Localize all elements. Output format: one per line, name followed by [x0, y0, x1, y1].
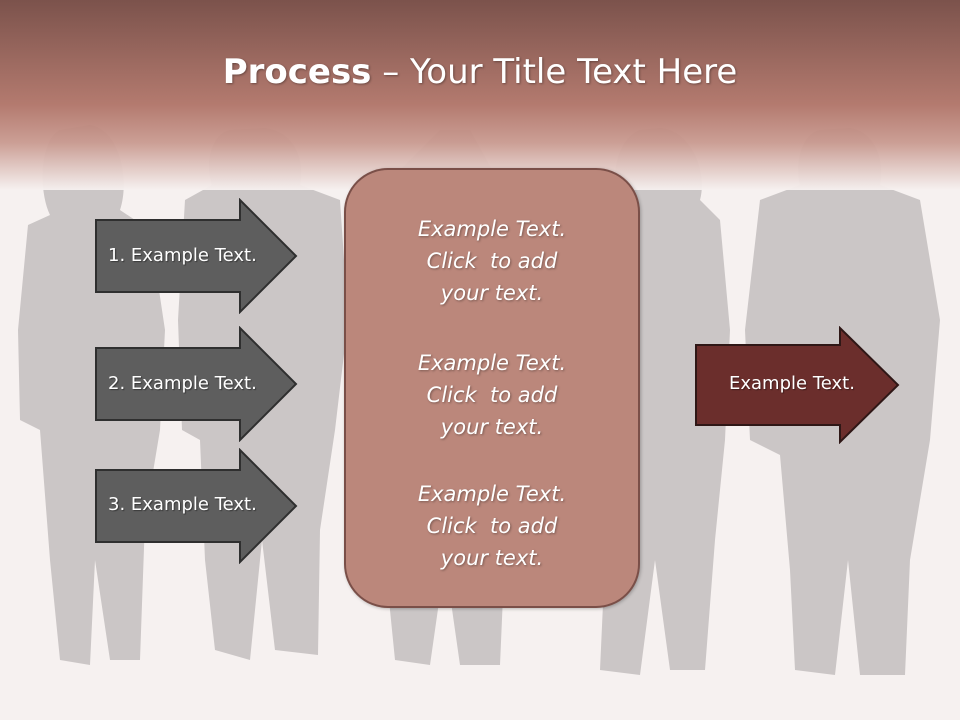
center-line: Click to add: [426, 514, 558, 538]
center-text-block-2: Example Text. Click to add your text.: [344, 347, 640, 443]
title-rest: – Your Title Text Here: [371, 52, 738, 92]
center-line: your text.: [440, 546, 544, 570]
center-line: your text.: [440, 415, 544, 439]
left-arrow-3-label: 3. Example Text.: [108, 494, 257, 515]
right-arrow[interactable]: [694, 326, 902, 444]
center-text-block-3: Example Text. Click to add your text.: [344, 478, 640, 574]
left-arrow-2-label: 2. Example Text.: [108, 373, 257, 394]
center-text-block-1: Example Text. Click to add your text.: [344, 213, 640, 309]
center-line: your text.: [440, 281, 544, 305]
center-line: Click to add: [426, 383, 558, 407]
left-arrow-3[interactable]: [94, 448, 300, 564]
title-bold: Process: [222, 52, 372, 92]
center-text-box[interactable]: [344, 168, 640, 608]
left-arrow-1-label: 1. Example Text.: [108, 245, 257, 266]
center-line: Click to add: [426, 249, 558, 273]
center-line: Example Text.: [417, 482, 567, 506]
slide-title[interactable]: Process – Your Title Text Here: [0, 52, 960, 92]
left-arrow-2[interactable]: [94, 326, 300, 442]
right-arrow-label: Example Text.: [729, 373, 855, 394]
center-line: Example Text.: [417, 217, 567, 241]
center-line: Example Text.: [417, 351, 567, 375]
left-arrow-1[interactable]: [94, 198, 300, 314]
